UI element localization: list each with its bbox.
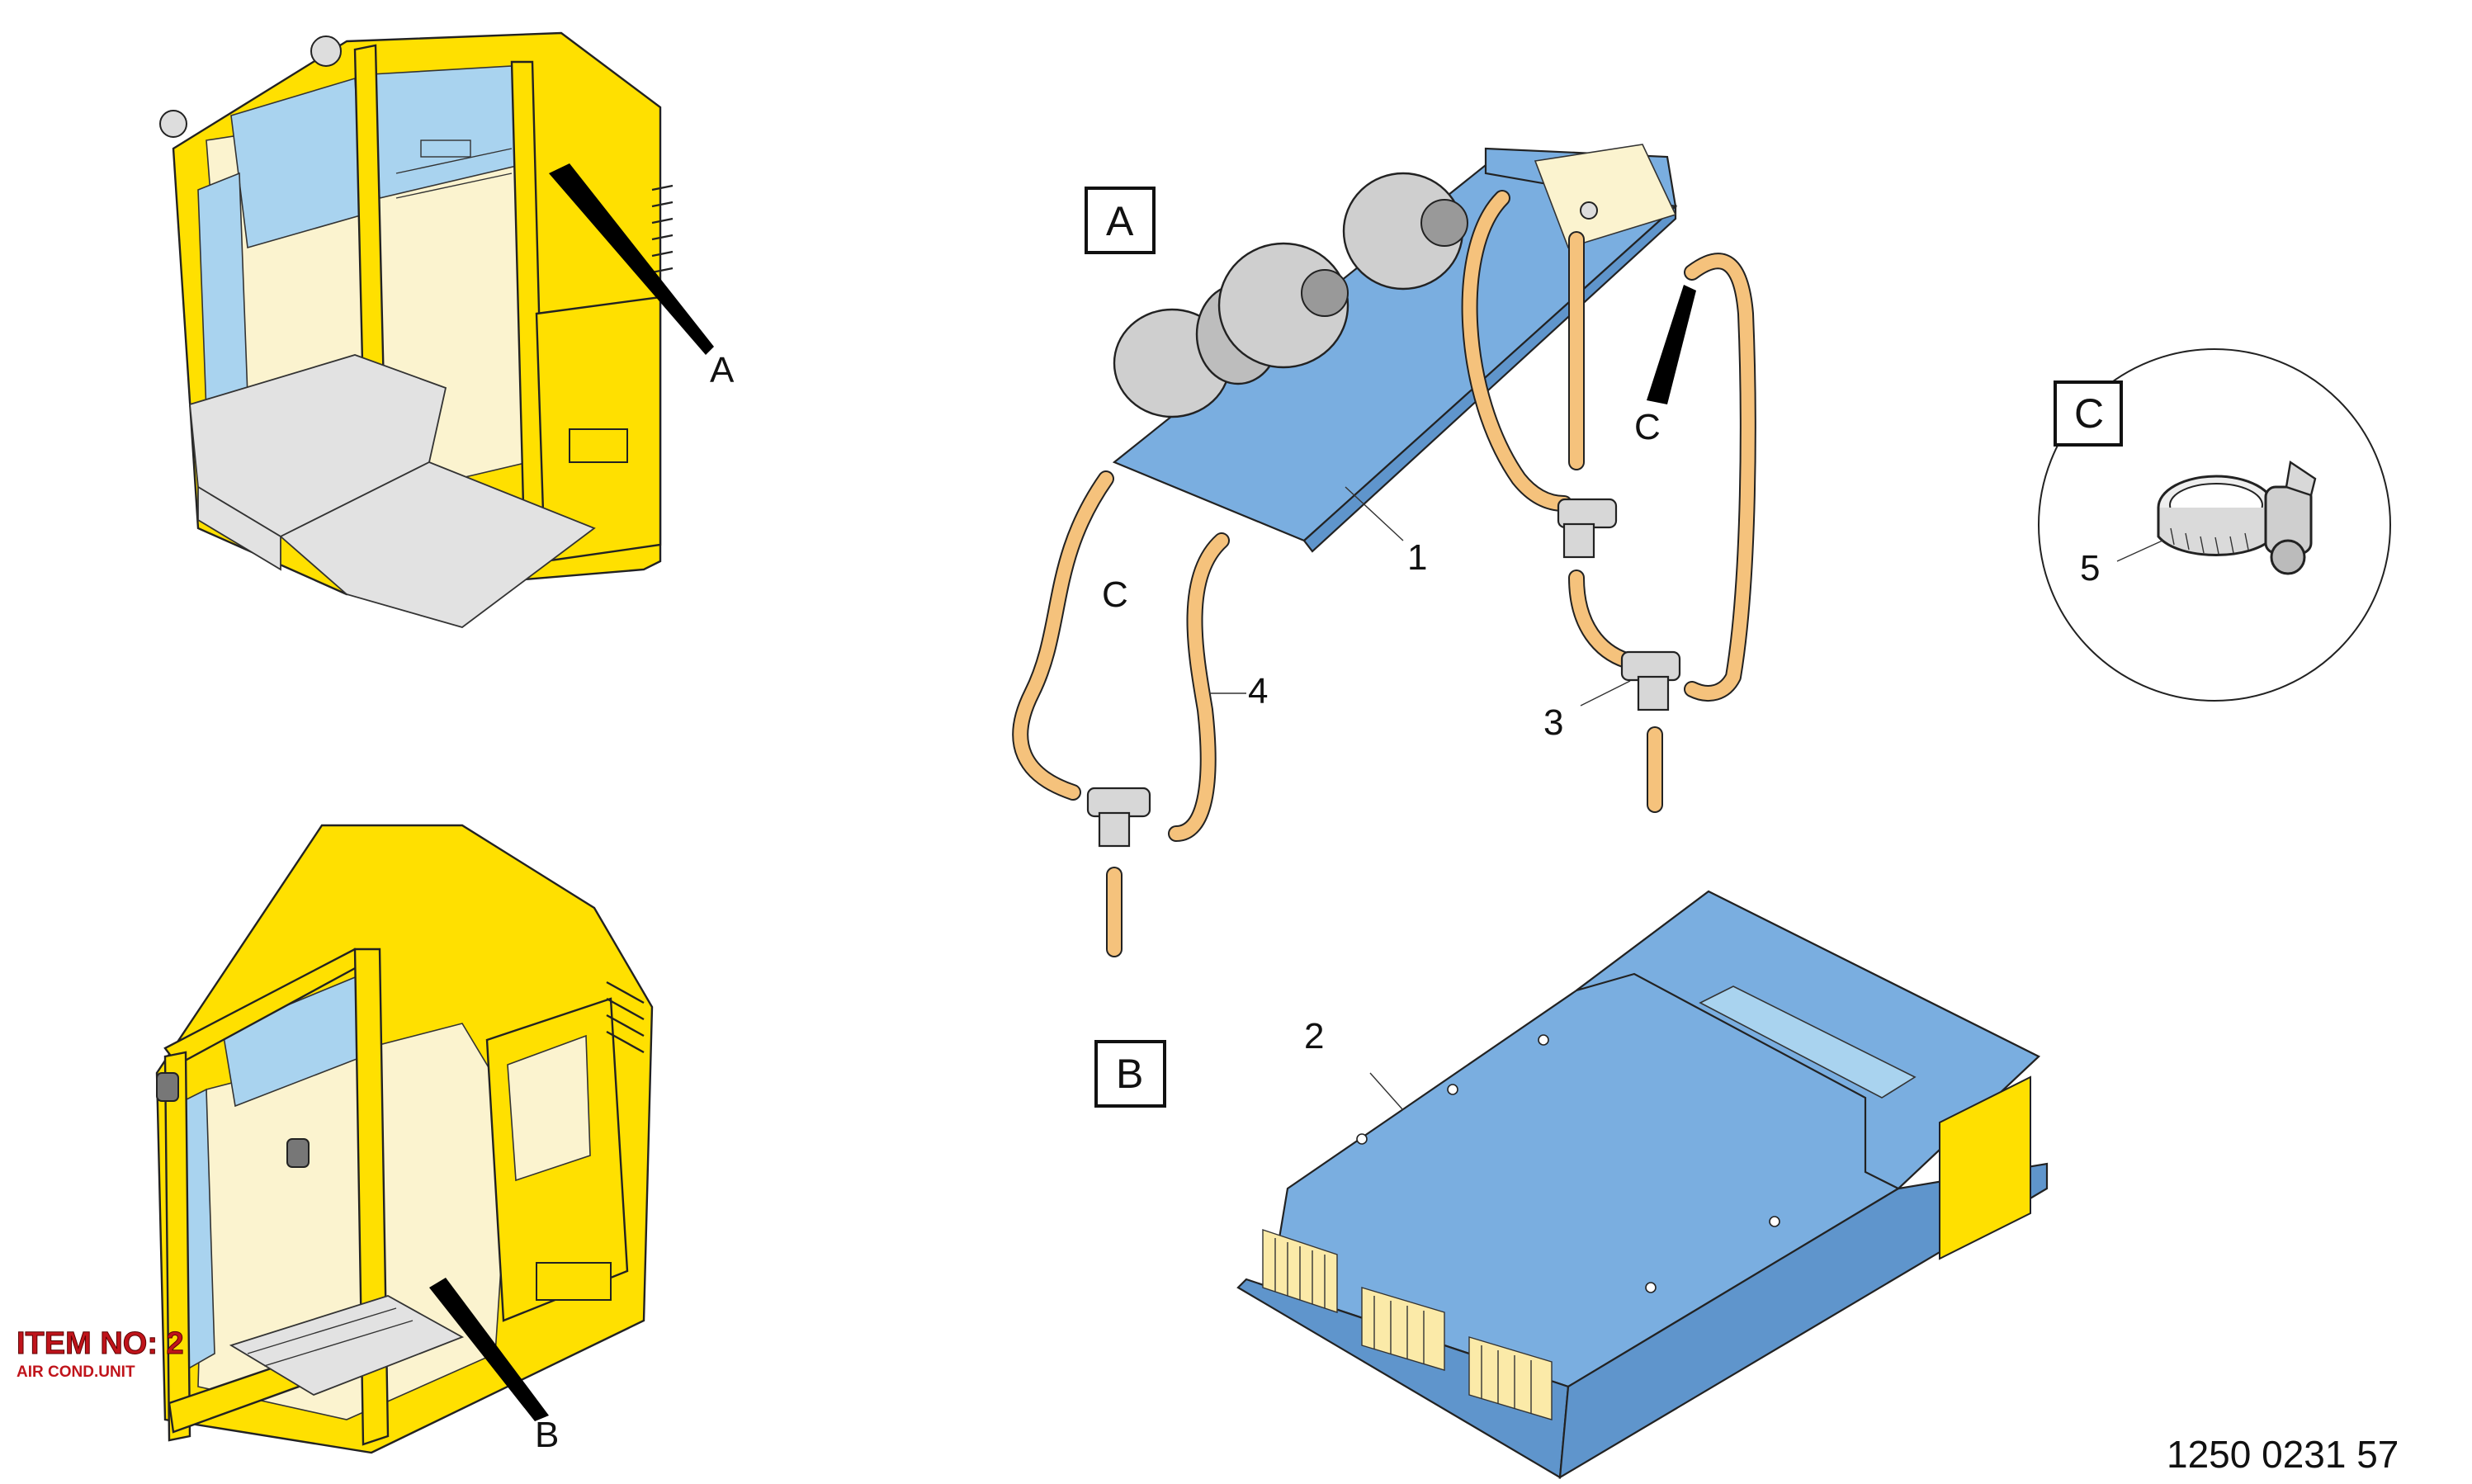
callout-label-b: B [535, 1415, 559, 1455]
cab-vents [651, 184, 674, 274]
item-number: ITEM NO: 2 [17, 1326, 184, 1361]
callout-pointer-c [1647, 285, 1696, 404]
cab-illustration-bottom [155, 824, 654, 1454]
view-box-a [1085, 187, 1156, 254]
callout-label-c-left: C [1102, 574, 1128, 615]
leader-line-2 [1369, 1072, 1404, 1111]
leader-line-5 [2116, 540, 2163, 562]
leader-line-3 [1580, 680, 1631, 707]
view-label-c: C [2074, 390, 2104, 437]
document-number: 1250 0231 57 [2167, 1433, 2399, 1476]
hose-clamp [2157, 460, 2317, 575]
view-label-b: B [1116, 1051, 1143, 1097]
cab-illustration-top [159, 31, 674, 628]
view-box-c [2054, 380, 2123, 447]
evaporator-unit [1112, 144, 1678, 553]
callout-label-a: A [710, 350, 735, 390]
part-number-5: 5 [2080, 548, 2100, 588]
part-number-3: 3 [1543, 702, 1563, 743]
blower-motor [1113, 172, 1468, 418]
part-number-4: 4 [1248, 671, 1268, 711]
callout-pointer-b [429, 1278, 549, 1421]
air-vent [1262, 1229, 1553, 1420]
part-number-2: 2 [1304, 1016, 1324, 1056]
view-box-b [1094, 1040, 1166, 1108]
air-conditioning-unit [1236, 890, 2049, 1480]
access-panel [1939, 1075, 2031, 1260]
part-number-1: 1 [1407, 537, 1427, 578]
item-description: AIR COND.UNIT [17, 1363, 135, 1381]
callout-label-c-right: C [1634, 407, 1661, 447]
leader-line-1 [1345, 486, 1404, 541]
view-label-a: A [1106, 198, 1134, 244]
hoses [1012, 190, 1756, 957]
tee-fitting [1086, 498, 1681, 848]
callout-pointer-a [549, 163, 714, 355]
